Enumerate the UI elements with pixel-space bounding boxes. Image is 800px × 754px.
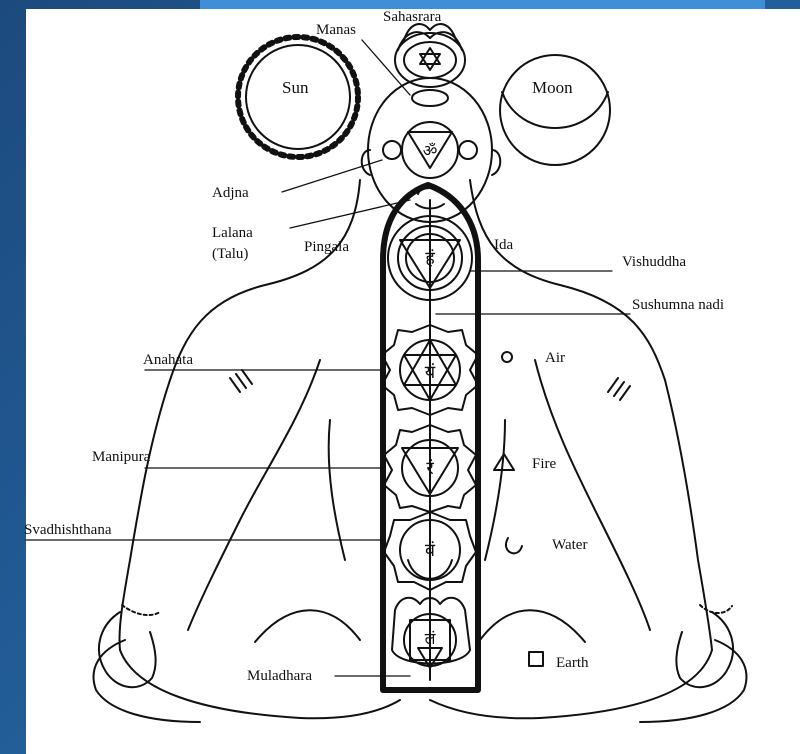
vishuddha-glyph: हं — [425, 248, 435, 269]
water-symbol — [506, 538, 522, 553]
body-outline — [480, 610, 585, 642]
label-anahata: Anahata — [143, 352, 193, 368]
label-ida: Ida — [494, 237, 513, 253]
label-sahasrara: Sahasrara — [383, 9, 442, 25]
label-earth: Earth — [556, 655, 589, 671]
label-vishuddha: Vishuddha — [622, 254, 686, 270]
manipura-glyph: रं — [426, 458, 434, 479]
label-talu: (Talu) — [212, 246, 248, 262]
earth-symbol — [529, 652, 543, 666]
label-fire: Fire — [532, 456, 557, 472]
label-pingala: Pingala — [304, 239, 349, 255]
label-muladhara: Muladhara — [247, 668, 312, 684]
label-water: Water — [552, 537, 587, 553]
moon-symbol — [500, 55, 610, 165]
body-outline — [120, 650, 400, 718]
anahata-glyph: यं — [425, 362, 436, 383]
muladhara-glyph: लं — [425, 629, 437, 648]
body-outline — [188, 360, 320, 630]
label-svadhishthana: Svadhishthana — [24, 522, 112, 538]
air-symbol — [502, 352, 512, 362]
body-outline — [640, 640, 746, 722]
label-manas: Manas — [316, 22, 356, 38]
body-outline — [329, 420, 345, 560]
label-air: Air — [545, 350, 565, 366]
label-adjna: Adjna — [212, 185, 249, 201]
svadhishthana-glyph: वं — [425, 540, 436, 561]
sahasrara-lotus — [395, 24, 465, 106]
right-hand — [676, 612, 733, 687]
sun-symbol — [238, 37, 358, 157]
label-sushumna: Sushumna nadi — [632, 297, 724, 313]
label-manipura: Manipura — [92, 449, 151, 465]
label-sun: Sun — [282, 78, 309, 97]
body-outline — [255, 610, 360, 642]
body-outline — [485, 420, 505, 560]
label-lalana: Lalana — [212, 225, 253, 241]
body-outline — [535, 360, 650, 630]
ajna-glyph: ॐ — [423, 141, 438, 160]
label-moon: Moon — [532, 78, 573, 97]
